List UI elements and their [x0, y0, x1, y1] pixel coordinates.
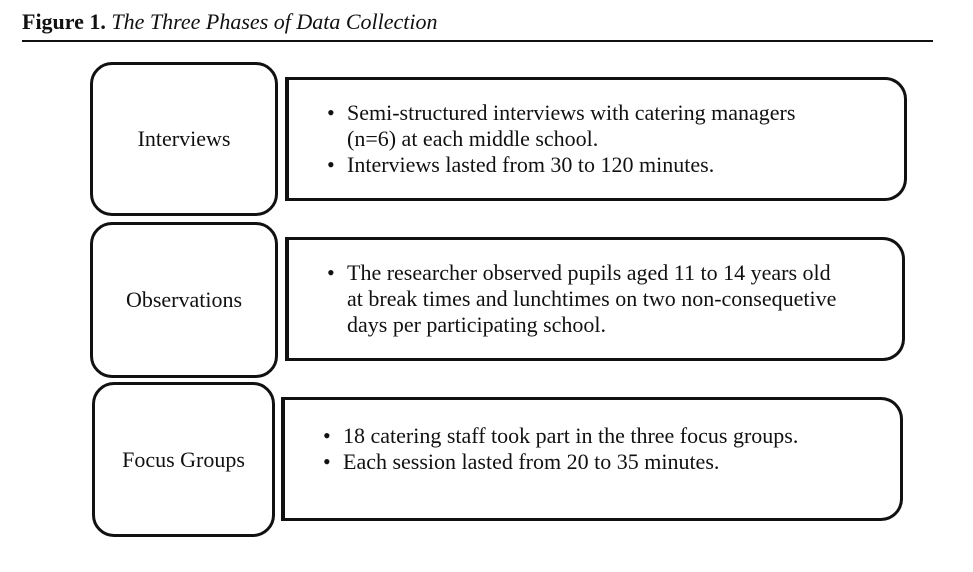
phase-interviews-bullet-list: Semi-structured interviews with catering… — [289, 100, 847, 178]
phase-observations-bullet-1: The researcher observed pupils aged 11 t… — [323, 260, 847, 338]
phase-focus-groups-details: 18 catering staff took part in the three… — [281, 397, 903, 521]
phase-interviews-box: Interviews — [90, 62, 278, 216]
phase-interviews-label: Interviews — [137, 126, 231, 151]
phase-focus-groups-bullet-2: Each session lasted from 20 to 35 minute… — [319, 449, 798, 475]
phase-interviews-bullet-2: Interviews lasted from 30 to 120 minutes… — [323, 152, 847, 178]
phase-observations-label: Observations — [125, 287, 243, 312]
phase-focus-groups-label: Focus Groups — [122, 446, 245, 472]
caption-rule — [22, 40, 933, 42]
phase-interviews-details: Semi-structured interviews with catering… — [285, 77, 907, 201]
phase-focus-groups-bullet-list: 18 catering staff took part in the three… — [285, 423, 798, 475]
phase-observations-details: The researcher observed pupils aged 11 t… — [285, 237, 905, 361]
figure-title: The Three Phases of Data Collection — [111, 9, 438, 34]
phase-interviews-bullet-1: Semi-structured interviews with catering… — [323, 100, 847, 152]
phase-observations-bullet-list: The researcher observed pupils aged 11 t… — [289, 260, 847, 338]
figure-caption: Figure 1. The Three Phases of Data Colle… — [22, 8, 438, 36]
phase-focus-groups-box: Focus Groups — [92, 382, 275, 537]
phase-observations-box: Observations — [90, 222, 278, 378]
figure-number: Figure 1. — [22, 9, 106, 34]
phase-focus-groups-bullet-1: 18 catering staff took part in the three… — [319, 423, 798, 449]
